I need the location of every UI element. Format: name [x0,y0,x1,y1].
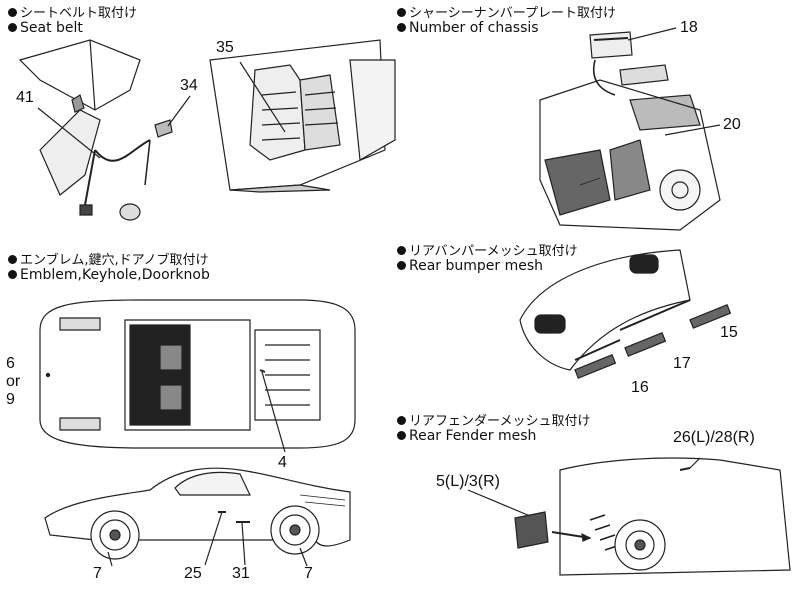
callout-41: 41 [16,89,34,106]
leader-line [664,124,721,136]
car-side-view-illustration [44,467,351,567]
callout-9: 9 [6,391,15,408]
emblem-header: エンブレム,鍵穴,ドアノブ取付け Emblem,Keyhole,Doorknob [8,253,210,283]
chassis-number-header: シャーシーナンバープレート取付け Number of chassis [397,6,616,36]
seat-belt-illustration [18,39,191,221]
leader-line [239,61,286,133]
emblem-title-jp: エンブレム,鍵穴,ドアノブ取付け [20,253,209,268]
bullet-icon [8,8,17,17]
bullet-icon [397,416,406,425]
leader-line [299,547,308,567]
leader-line [627,27,677,41]
bullet-icon [397,246,406,255]
car-top-view-illustration [39,299,356,453]
rear-bumper-header: リアバンパーメッシュ取付け Rear bumper mesh [397,244,578,274]
callout-7-left: 7 [93,565,102,582]
chassis-title-jp: シャーシーナンバープレート取付け [409,6,616,21]
seat-belt-title-jp: シートベルト取付け [20,6,138,21]
callout-17: 17 [673,355,691,372]
callout-4: 4 [278,454,287,471]
rear-bumper-title-en: Rear bumper mesh [409,258,544,274]
leader-line [467,489,531,517]
bullet-icon [397,431,406,440]
callout-18: 18 [680,19,698,36]
leader-line [37,107,101,159]
rear-fender-title-jp: リアフェンダーメッシュ取付け [409,414,591,429]
rear-fender-title-en: Rear Fender mesh [409,428,537,444]
callout-26-28: 26(L)/28(R) [673,429,755,446]
chassis-title-en: Number of chassis [409,20,539,36]
bullet-icon [8,23,17,32]
callout-35: 35 [216,39,234,56]
seat-belt-header: シートベルト取付け Seat belt [8,6,137,36]
leader-line [689,457,701,469]
rear-fender-header: リアフェンダーメッシュ取付け Rear Fender mesh [397,414,590,444]
interior-seat-illustration [209,39,396,193]
leader-line [107,551,113,567]
callout-15: 15 [720,324,738,341]
callout-20: 20 [723,116,741,133]
bullet-icon [397,8,406,17]
bullet-icon [397,261,406,270]
callout-or: or [6,373,21,390]
rear-fender-illustration [467,457,791,576]
rear-bumper-illustration [519,249,732,379]
callout-25: 25 [184,565,202,582]
leader-line [261,371,286,453]
callout-6: 6 [6,355,15,372]
callout-16: 16 [631,379,649,396]
chassis-plate-illustration [539,27,721,231]
callout-31: 31 [232,565,250,582]
bullet-icon [8,255,17,264]
callout-7-right: 7 [304,565,313,582]
leader-line [204,511,223,566]
callout-5-3: 5(L)/3(R) [436,473,501,490]
leader-line [167,95,191,127]
seat-belt-title-en: Seat belt [20,20,83,36]
bullet-icon [8,270,17,279]
emblem-title-en: Emblem,Keyhole,Doorknob [20,267,210,283]
leader-line [241,522,246,566]
rear-bumper-title-jp: リアバンパーメッシュ取付け [409,244,578,259]
bullet-icon [397,23,406,32]
callout-34: 34 [180,77,198,94]
